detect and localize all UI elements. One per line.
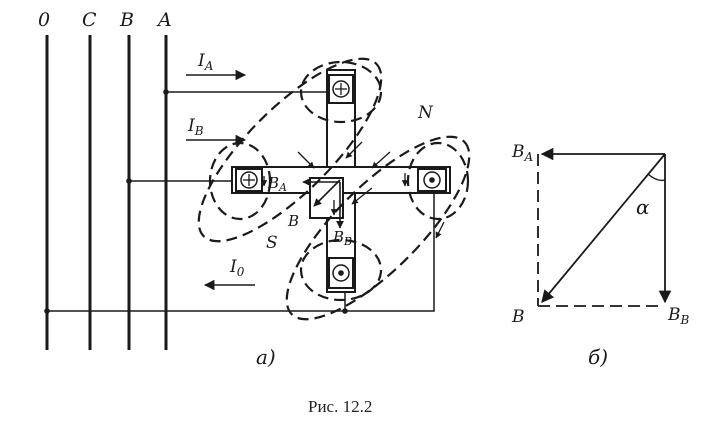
bus-label-a: A (156, 9, 172, 31)
winding-bottom (328, 257, 354, 289)
current-label-ib: IB (187, 116, 204, 138)
bus-lines (45, 35, 168, 350)
flux-loop-b (285, 135, 471, 321)
wires (47, 91, 435, 312)
pole-label-n: N (417, 103, 434, 123)
flux-loop-bottom (299, 238, 383, 302)
vector-label-ba: BA (511, 142, 534, 164)
flux-loop-left (208, 141, 272, 221)
flux-arrow (435, 221, 445, 239)
field-label-b: B (287, 212, 299, 230)
wire-return (47, 192, 435, 312)
vector-label-b: B (511, 307, 525, 327)
junction-a (163, 89, 169, 95)
flux-loop-a (197, 57, 383, 243)
wire-junctions (44, 89, 348, 314)
field-arrow-b (313, 179, 341, 207)
bus-label-b: B (119, 9, 134, 31)
winding-left (235, 168, 263, 192)
junction-tap (342, 308, 348, 314)
vector-diagram (537, 147, 672, 307)
flux-arrow (345, 141, 363, 159)
panel-label-a: а) (256, 345, 276, 369)
field-label-ba: BA (267, 174, 287, 194)
figure-caption: Рис. 12.2 (308, 397, 372, 416)
flux-loop-top (299, 60, 383, 124)
flux-arrow (371, 151, 391, 169)
winding-top (328, 74, 354, 104)
vector-label-bb: BB (667, 305, 690, 327)
angle-label-alpha: α (636, 195, 650, 219)
current-label-ia: IA (197, 51, 214, 73)
flux-arrow (297, 151, 315, 169)
vector-b-result (541, 153, 666, 303)
flux-arrow (351, 187, 373, 205)
field-label-bb: BB (332, 228, 352, 248)
flux-lines (197, 57, 471, 321)
panel-label-b: б) (588, 345, 608, 369)
junction-0 (44, 308, 50, 314)
winding-right (417, 168, 447, 192)
angle-arc (647, 173, 666, 182)
pole-label-s: S (266, 233, 278, 253)
junction-b (126, 178, 132, 184)
bus-label-0: 0 (38, 9, 50, 31)
current-label-i0: I0 (229, 257, 245, 279)
bus-label-c: C (82, 9, 97, 31)
